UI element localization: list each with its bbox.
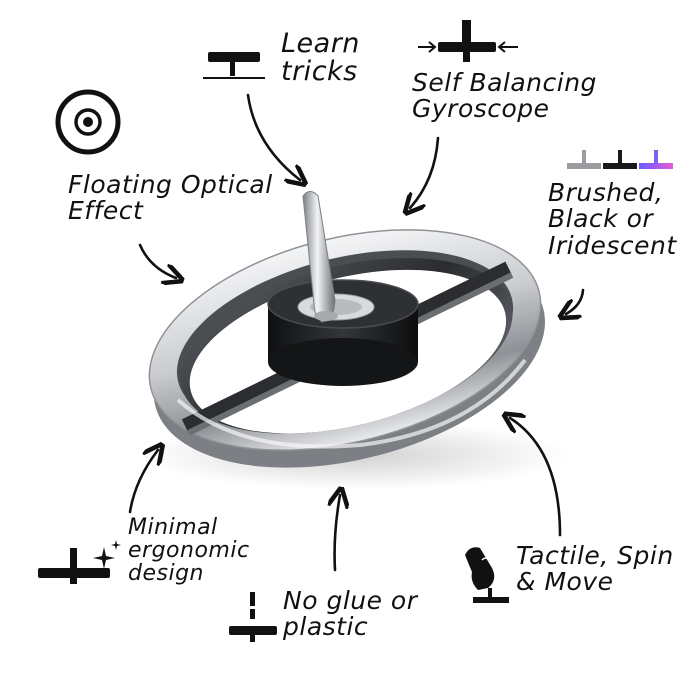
pin-icon (229, 592, 277, 642)
gyroscope-product (140, 191, 570, 490)
label-line: Self Balancing (412, 68, 597, 97)
arrow-gyro (410, 136, 440, 208)
arrow-noglue (335, 495, 340, 572)
label-line: Iridescent (548, 230, 677, 260)
finish-swatches-icon (567, 150, 673, 169)
arrow-floating (138, 243, 176, 278)
target-icon (55, 89, 121, 155)
arrow-learn (246, 93, 300, 180)
hand-spin-icon (465, 547, 509, 603)
hub (267, 279, 419, 386)
label-line: Brushed, (548, 178, 664, 207)
label-line: Tactile, Spin (516, 541, 674, 570)
label-self-balancing: Self Balancing Gyroscope (412, 68, 597, 124)
pin-icon (38, 548, 110, 584)
label-no-glue: No glue or plastic (283, 586, 418, 642)
arrow-tactile (510, 418, 562, 537)
label-line: plastic (283, 612, 369, 642)
label-line: design (128, 561, 204, 587)
spin-pin (302, 191, 338, 323)
label-tactile: Tactile, Spin & Move (516, 541, 674, 597)
sparkle-icon (93, 540, 121, 569)
label-line: Black or (548, 204, 654, 234)
label-finishes: Brushed, Black or Iridescent (548, 178, 677, 260)
label-line: Effect (68, 196, 144, 226)
label-line: Floating Optical (68, 170, 273, 199)
label-minimal-design: Minimal ergonomic design (128, 516, 250, 585)
callout-arrows (128, 93, 585, 572)
label-learn-tricks: Learn tricks (281, 28, 360, 88)
arrow-minimal (128, 450, 158, 514)
label-line: tricks (281, 56, 358, 88)
arrow-finish (566, 288, 585, 314)
label-line: & Move (516, 567, 614, 597)
label-line: Gyroscope (412, 94, 550, 124)
label-line: Learn (281, 28, 360, 59)
spinner-tip-icon (203, 52, 265, 79)
balance-arrows-icon (418, 20, 518, 62)
label-line: No glue or (283, 586, 418, 615)
label-floating-optical: Floating Optical Effect (68, 170, 273, 226)
label-line: Minimal (128, 515, 218, 540)
label-line: ergonomic (128, 538, 250, 564)
